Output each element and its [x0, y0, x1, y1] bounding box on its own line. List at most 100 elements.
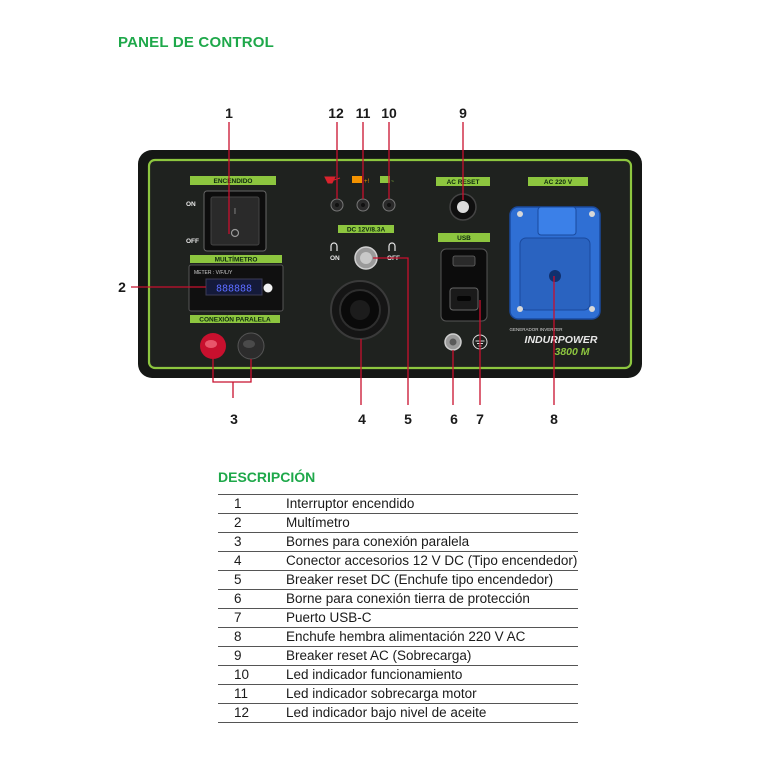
row-text: Breaker reset DC (Enchufe tipo encendedo… [286, 572, 554, 587]
usb-label-box [438, 233, 490, 242]
row-text: Puerto USB-C [286, 610, 372, 625]
parallel-label-box [190, 315, 280, 323]
switch-i-icon: I [234, 207, 236, 216]
row-number: 12 [234, 705, 250, 720]
row-text: Bornes para conexión paralela [286, 534, 470, 549]
dc-label-box [338, 225, 394, 233]
ac-screw-tl [517, 211, 523, 217]
dc-off-icon [388, 242, 396, 251]
row-number: 4 [234, 553, 242, 568]
table-row: 6 Borne para conexión tierra de protecció… [218, 590, 578, 609]
control-panel-diagram: ENCENDIDO ON OFF I MULTÍMETRO METER : V/… [118, 105, 642, 427]
row-number: 5 [234, 572, 242, 587]
callout-7: 7 [476, 411, 484, 427]
row-text: Led indicador bajo nivel de aceite [286, 705, 487, 720]
ac-screw-bl [517, 306, 523, 312]
leader-5 [373, 257, 409, 405]
callout-11: 11 [356, 105, 371, 121]
dc-breaker-center [360, 252, 372, 264]
switch-o-icon [230, 228, 240, 238]
table-row: 2 Multímetro [218, 514, 578, 533]
brand-name: INDURPOWER [525, 334, 598, 346]
callout-6: 6 [450, 411, 458, 427]
row-number: 8 [234, 629, 242, 644]
switch-label-box [190, 176, 276, 185]
row-text: Borne para conexión tierra de protección [286, 591, 530, 606]
callout-10: 10 [381, 105, 397, 121]
parallel-label: CONEXIÓN PARALELA [199, 315, 271, 324]
callout-12: 12 [328, 105, 344, 121]
ac-socket-hole [549, 270, 561, 282]
ac-label-box [528, 177, 588, 186]
table-row: 10 Led indicador funcionamiento [218, 666, 578, 685]
ac-screw-tr [589, 211, 595, 217]
multimeter-label: MULTÍMETRO [215, 255, 258, 264]
row-number: 6 [234, 591, 242, 606]
meter-small-text: METER : V/F/L/Y [194, 270, 233, 276]
usb-cover-latch [452, 255, 476, 267]
row-number: 7 [234, 610, 242, 625]
row-text: Led indicador funcionamiento [286, 667, 463, 682]
dc-socket-core [350, 300, 370, 320]
brand-model: 3800 M [554, 346, 589, 358]
overload-engine-icon [352, 176, 362, 183]
dc-label: DC 12V/8.3A [347, 227, 386, 234]
running-engine-icon [380, 176, 390, 183]
led-running-core [387, 203, 391, 207]
callout-9: 9 [459, 105, 467, 121]
brand-small: GENERADOR INVERTER [510, 327, 564, 332]
page-title: PANEL DE CONTROL [118, 34, 274, 51]
ac-screw-br [589, 306, 595, 312]
table-row: 7 Puerto USB-C [218, 609, 578, 628]
row-text: Breaker reset AC (Sobrecarga) [286, 648, 472, 663]
callout-3: 3 [230, 411, 238, 427]
row-number: 10 [234, 667, 250, 682]
row-number: 2 [234, 515, 242, 530]
led-low-oil-core [335, 203, 339, 207]
table-row: 9 Breaker reset AC (Sobrecarga) [218, 647, 578, 666]
callout-1: 1 [225, 105, 233, 121]
usb-c-slot [457, 296, 471, 301]
callout-8: 8 [550, 411, 558, 427]
power-switch-rocker [210, 196, 260, 246]
row-text: Conector accesorios 12 V DC (Tipo encend… [286, 553, 578, 568]
description-title: DESCRIPCIÓN [218, 469, 316, 485]
black-terminal-highlight [243, 340, 255, 348]
table-row: 4 Conector accesorios 12 V DC (Tipo encen… [218, 552, 578, 571]
row-number: 9 [234, 648, 242, 663]
callout-2: 2 [118, 279, 126, 295]
row-text: Multímetro [286, 515, 350, 530]
ground-terminal-core [449, 338, 457, 346]
leader-3 [212, 359, 252, 398]
table-row: 11 Led indicador sobrecarga motor [218, 685, 578, 704]
leader-lines [131, 122, 555, 405]
overload-symbol: +! [364, 179, 370, 185]
row-text: Interruptor encendido [286, 496, 415, 511]
running-symbol: ~ [391, 179, 394, 185]
callout-4: 4 [358, 411, 366, 427]
row-text: Led indicador sobrecarga motor [286, 686, 477, 701]
row-number: 1 [234, 496, 242, 511]
row-number: 3 [234, 534, 242, 549]
multimeter-label-box [190, 255, 282, 263]
table-row: 3 Bornes para conexión paralela [218, 533, 578, 552]
led-overload-core [361, 203, 365, 207]
ac-breaker-center [457, 201, 469, 213]
dc-on-icon [330, 242, 338, 251]
ac-label: AC 220 V [544, 179, 573, 186]
switch-label: ENCENDIDO [213, 178, 252, 185]
usb-label: USB [457, 235, 471, 242]
table-row: 8 Enchufe hembra alimentación 220 V AC [218, 628, 578, 647]
ac-socket-lid-hinge [537, 206, 577, 236]
table-row: 5 Breaker reset DC (Enchufe tipo encended… [218, 571, 578, 590]
dc-on-label: ON [330, 255, 340, 262]
meter-select-button[interactable] [263, 283, 273, 293]
red-terminal-highlight [205, 340, 217, 348]
callout-5: 5 [404, 411, 412, 427]
switch-on-label: ON [186, 201, 196, 208]
row-text: Enchufe hembra alimentación 220 V AC [286, 629, 526, 644]
meter-value: 888888 [216, 284, 252, 295]
row-number: 11 [234, 686, 249, 701]
table-row: 12 Led indicador bajo nivel de aceite [218, 704, 578, 723]
